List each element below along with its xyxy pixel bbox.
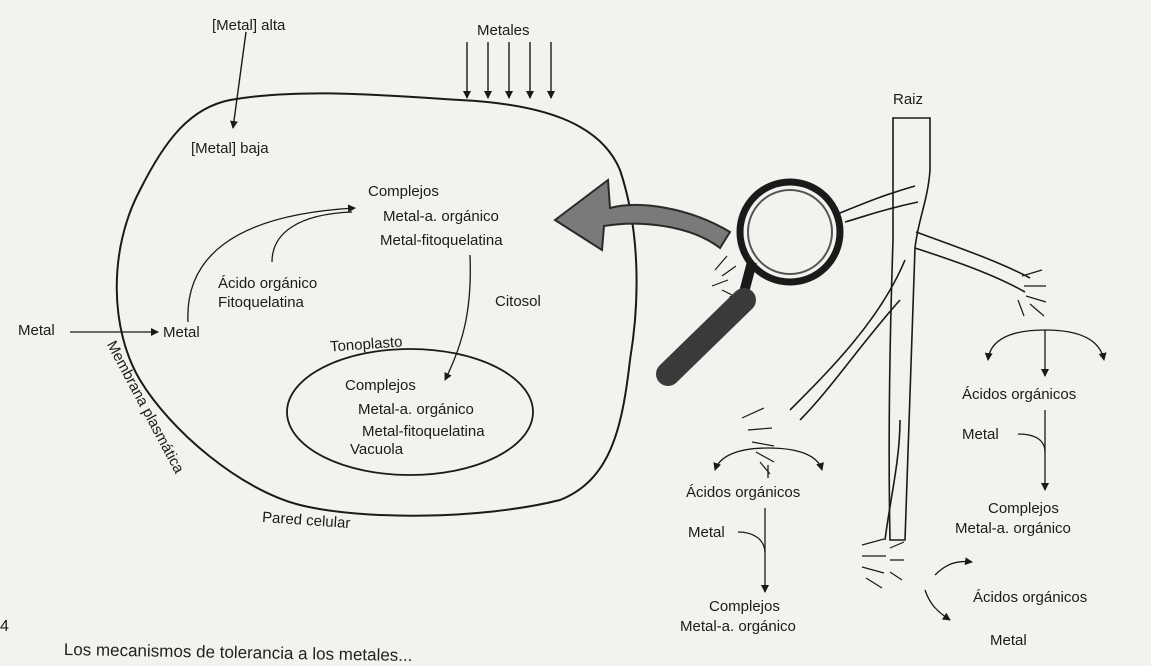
left-branch-arrows — [715, 448, 822, 592]
left-complexes-title: Complejos — [709, 598, 780, 616]
right-complexes-title: Complejos — [988, 500, 1059, 518]
metal-outside-label: Metal — [18, 322, 55, 340]
organic-acid-label: Ácido orgánico — [218, 275, 317, 293]
root-drawing — [790, 118, 1030, 540]
complex-metal-organic-label: Metal-a. orgánico — [383, 208, 499, 226]
chelator-arrow — [272, 212, 352, 262]
right-metal-label: Metal — [962, 426, 999, 444]
zoom-arrow — [555, 180, 730, 250]
right-acids-label: Ácidos orgánicos — [962, 386, 1076, 404]
figure-number: 4 — [0, 618, 9, 636]
tip-metal-label: Metal — [990, 632, 1027, 650]
tip-arrows — [925, 562, 972, 620]
metals-arrows — [467, 42, 551, 98]
vacuole-label: Vacuola — [350, 441, 403, 459]
tip-acids-label: Ácidos orgánicos — [973, 589, 1087, 607]
complex-metal-phyto-label: Metal-fitoquelatina — [380, 232, 503, 250]
cytosol-label: Citosol — [495, 293, 541, 311]
root-label: Raiz — [893, 91, 923, 109]
left-metal-label: Metal — [688, 524, 725, 542]
root-hairs — [712, 256, 1046, 588]
left-acids-label: Ácidos orgánicos — [686, 484, 800, 502]
sequestration-arrow — [445, 255, 470, 380]
vacuole-metal-organic-label: Metal-a. orgánico — [358, 401, 474, 419]
magnifier-icon — [668, 182, 840, 374]
right-complex-label: Metal-a. orgánico — [955, 520, 1071, 538]
vacuole-metal-phyto-label: Metal-fitoquelatina — [362, 423, 485, 441]
right-branch-arrows — [988, 330, 1104, 490]
metal-low-label: [Metal] baja — [191, 140, 269, 158]
left-complex-label: Metal-a. orgánico — [680, 618, 796, 636]
complexes-title: Complejos — [368, 183, 439, 201]
metals-label: Metales — [477, 22, 530, 40]
metal-high-label: [Metal] alta — [212, 17, 285, 35]
gradient-arrow — [233, 32, 246, 128]
metal-inside-label: Metal — [163, 324, 200, 342]
phytochelatin-label: Fitoquelatina — [218, 294, 304, 312]
vacuole-complexes-title: Complejos — [345, 377, 416, 395]
